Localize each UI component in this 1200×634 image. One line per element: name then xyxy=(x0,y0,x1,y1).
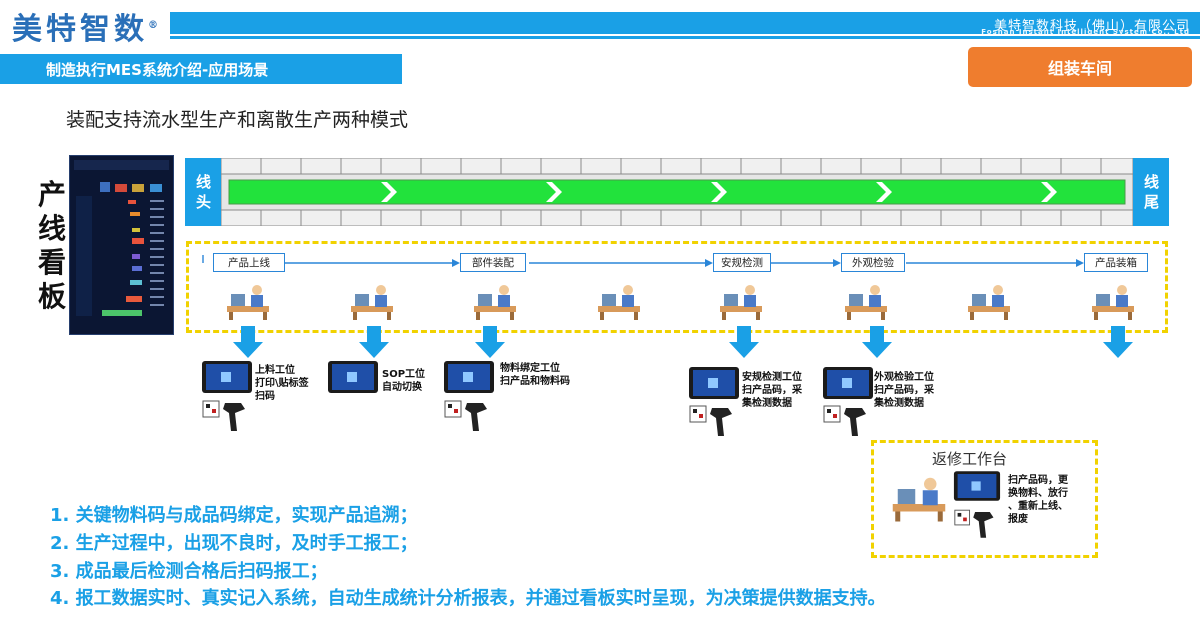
worker-station-icon xyxy=(596,282,642,326)
key-point-1: 1. 关键物料码与成品码绑定，实现产品追溯； xyxy=(50,505,418,526)
station-visual-inspection: 外观检验 xyxy=(841,253,905,272)
worker-station-icon xyxy=(472,282,518,326)
key-point-3: 3. 成品最后检测合格后扫码报工； xyxy=(50,561,328,582)
repair-workbench-box xyxy=(871,440,1098,558)
key-point-2: 2. 生产过程中，出现不良时，及时手工报工； xyxy=(50,533,418,554)
down-arrow-icon xyxy=(860,326,894,364)
section-title-bar xyxy=(0,54,402,84)
note-visual-inspection: 外观检验工位扫产品码，采集检测数据 xyxy=(874,372,934,409)
note-sop-station: SOP工位自动切换 xyxy=(382,369,426,393)
worker-station-icon xyxy=(349,282,395,326)
station-packing: 产品装箱 xyxy=(1084,253,1148,272)
header-bar xyxy=(170,12,1200,34)
kanban-screen-image xyxy=(69,155,174,335)
worker-station-icon xyxy=(718,282,764,326)
workshop-tag-button[interactable]: 组装车间 xyxy=(968,47,1192,87)
barcode-scanner-icon xyxy=(443,397,493,439)
note-safety-test: 安规检测工位扫产品码，采集检测数据 xyxy=(742,372,802,409)
barcode-scanner-icon xyxy=(822,402,872,444)
company-logo: 美特智数® xyxy=(12,12,158,47)
tablet-icon xyxy=(953,470,1001,506)
note-repair: 扫产品码，更换物料、放行、重新上线、报废 xyxy=(1008,475,1068,525)
company-name-en: Foshan Instant Intelligent System Co., L… xyxy=(981,28,1190,36)
tablet-icon xyxy=(201,360,253,398)
header-rule xyxy=(170,36,1200,39)
station-safety-test: 安规检测 xyxy=(713,253,771,272)
barcode-scanner-icon xyxy=(953,506,999,546)
repair-workbench-title: 返修工作台 xyxy=(932,450,1008,468)
down-arrow-icon xyxy=(1101,326,1135,364)
conveyor-belt xyxy=(220,157,1134,230)
station-part-assembly: 部件装配 xyxy=(460,253,526,272)
station-product-online: 产品上线 xyxy=(213,253,285,272)
barcode-scanner-icon xyxy=(688,402,738,444)
line-tail-label: 线尾 xyxy=(1133,158,1169,226)
barcode-scanner-icon xyxy=(201,397,251,439)
down-arrow-icon xyxy=(231,326,265,364)
down-arrow-icon xyxy=(357,326,391,364)
tablet-icon xyxy=(688,366,740,404)
worker-station-icon xyxy=(225,282,271,326)
note-loading-station: 上料工位打印\贴标签扫码 xyxy=(255,365,309,402)
down-arrow-icon xyxy=(473,326,507,364)
line-head-label: 线头 xyxy=(185,158,221,226)
worker-station-icon xyxy=(966,282,1012,326)
workstation-area xyxy=(186,241,1168,333)
worker-station-icon xyxy=(1090,282,1136,326)
worker-station-icon xyxy=(888,474,950,528)
tablet-icon xyxy=(822,366,874,404)
down-arrow-icon xyxy=(727,326,761,364)
page-subtitle: 装配支持流水型生产和离散生产两种模式 xyxy=(66,109,409,131)
company-name-cn: 美特智数科技（佛山）有限公司 xyxy=(993,19,1190,34)
process-flow-arrows xyxy=(186,241,1168,337)
page-title: 制造执行MES系统介绍-应用场景 xyxy=(46,61,269,79)
board-label: 产线看板 xyxy=(37,178,66,313)
tablet-icon xyxy=(443,360,495,398)
key-point-4: 4. 报工数据实时、真实记入系统，自动生成统计分析报表，并通过看板实时呈现，为决… xyxy=(50,588,886,609)
worker-station-icon xyxy=(843,282,889,326)
note-material-binding: 物料绑定工位扫产品和物料码 xyxy=(500,363,570,387)
tablet-icon xyxy=(327,360,379,398)
